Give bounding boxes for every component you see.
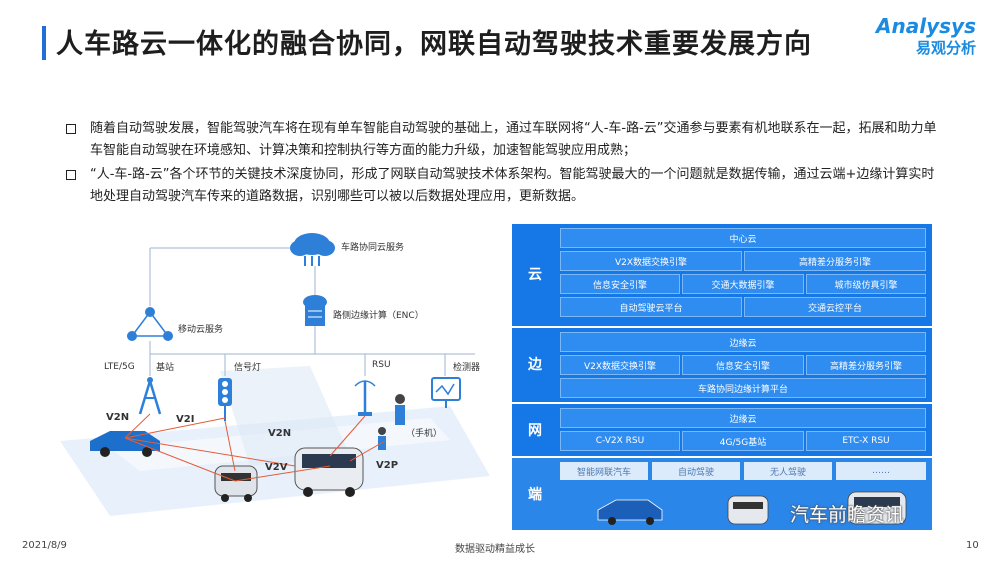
- cloud-cell: 交通云控平台: [744, 297, 926, 317]
- delivery-vehicle-icon: [727, 495, 769, 525]
- architecture-diagram: 云 中心云 V2X数据交换引擎 高精差分服务引擎 信息安全引擎 交通大数据引擎 …: [512, 224, 932, 530]
- edge-layer: 边 边缘云 V2X数据交换引擎 信息安全引擎 高精差分服务引擎 车路协同边缘计算…: [512, 326, 932, 402]
- car-icon: [90, 431, 160, 457]
- edge-layer-label: 边: [528, 357, 542, 373]
- cloud-cell: 自动驾驶云平台: [560, 297, 742, 317]
- v2n-mid-label: V2N: [268, 428, 292, 439]
- terminal-vehicles: [597, 491, 907, 525]
- network-cell: C-V2X RSU: [560, 431, 680, 451]
- crosswalk: [220, 366, 350, 466]
- edge-cell: 信息安全引擎: [682, 355, 804, 375]
- logo-en: Analysys: [876, 14, 976, 38]
- lte-label: LTE/5G: [104, 362, 135, 372]
- cloud-layer: 云 中心云 V2X数据交换引擎 高精差分服务引擎 信息安全引擎 交通大数据引擎 …: [512, 224, 932, 324]
- edge-cell: 高精差分服务引擎: [806, 355, 926, 375]
- v2n-label: V2N: [106, 412, 130, 423]
- square-bullet-icon: [66, 124, 76, 134]
- bullet-list: 随着自动驾驶发展，智能驾驶汽车将在现有单车智能自动驾驶的基础上，通过车联网将“人…: [66, 118, 946, 210]
- network-nodes-icon: [127, 307, 173, 341]
- v2n-link: [124, 413, 151, 439]
- terminal-cell: ……: [836, 462, 926, 480]
- title-accent-bar: [42, 26, 46, 60]
- v2v-link: [124, 437, 236, 482]
- mobile-cloud-label: 移动云服务: [178, 325, 224, 335]
- terminal-layer: 端 智能网联汽车 自动驾驶 无人驾驶 ……: [512, 456, 932, 530]
- network-layer-label: 网: [528, 423, 542, 439]
- network-cell: ETC-X RSU: [806, 431, 926, 451]
- edge-server-icon: [303, 295, 327, 326]
- brand-logo: Analysys 易观分析: [874, 14, 976, 66]
- edge-cell: V2X数据交换引擎: [560, 355, 680, 375]
- diagram-graphics: [60, 233, 490, 516]
- terminal-cell: 无人驾驶: [744, 462, 832, 480]
- rsu-label: RSU: [372, 360, 391, 370]
- bullet-item: 随着自动驾驶发展，智能驾驶汽车将在现有单车智能自动驾驶的基础上，通过车联网将“人…: [66, 118, 946, 162]
- v2v-link: [124, 437, 296, 467]
- square-bullet-icon: [66, 170, 76, 180]
- cloud-cell: V2X数据交换引擎: [560, 251, 742, 271]
- bullet-item: “人-车-路-云”各个环节的关键技术深度协同，形成了网联自动驾驶技术体系架构。智…: [66, 164, 946, 208]
- traffic-light-icon: [218, 378, 232, 421]
- cloud-cell: 高精差分服务引擎: [744, 251, 926, 271]
- signal-light-label: 信号灯: [234, 363, 262, 373]
- phone-label: （手机）: [406, 429, 443, 439]
- v2v-link: [234, 465, 331, 482]
- base-station-label: 基站: [156, 363, 175, 373]
- cloud-service-label: 车路协同云服务: [341, 243, 405, 253]
- car-icon: [597, 499, 663, 525]
- terminal-layer-label: 端: [528, 487, 542, 503]
- v2v-label: V2V: [265, 462, 288, 473]
- terminal-cell: 智能网联汽车: [560, 462, 648, 480]
- v2i-link: [124, 417, 226, 439]
- rsu-antenna-icon: [354, 380, 376, 416]
- cloud-cell: 城市级仿真引擎: [806, 274, 926, 294]
- edge-compute-label: 路侧边缘计算（ENC）: [333, 311, 424, 321]
- footer-date: 2021/8/9: [22, 540, 67, 551]
- tower-icon: [138, 377, 162, 415]
- center-cloud-cell: 中心云: [560, 228, 926, 248]
- network-layer: 网 边缘云 C-V2X RSU 4G/5G基站 ETC-X RSU: [512, 402, 932, 456]
- detector-icon: [431, 377, 461, 408]
- watermark-text: 汽车前瞻资讯: [790, 504, 905, 526]
- bullet-text: “人-车-路-云”各个环节的关键技术深度协同，形成了网联自动驾驶技术体系架构。智…: [90, 167, 935, 204]
- v2i-link: [224, 420, 236, 472]
- cloud-cell: 信息安全引擎: [560, 274, 680, 294]
- footer-center: 数据驱动精益成长: [455, 544, 535, 555]
- network-cell: 4G/5G基站: [682, 431, 804, 451]
- cloud-icon: [290, 233, 335, 266]
- page-number: 10: [966, 540, 979, 551]
- edge-cloud-cell: 边缘云: [560, 332, 926, 352]
- bus-icon: [847, 491, 907, 525]
- network-edge-cell: 边缘云: [560, 408, 926, 428]
- detector-label: 检测器: [453, 363, 481, 373]
- terminal-cell: 自动驾驶: [652, 462, 740, 480]
- v2n-link: [329, 415, 366, 457]
- v2p-label: V2P: [376, 460, 399, 471]
- cloud-layer-label: 云: [528, 267, 542, 283]
- v2i-label: V2I: [176, 414, 195, 425]
- edge-platform-cell: 车路协同边缘计算平台: [560, 378, 926, 398]
- cloud-cell: 交通大数据引擎: [682, 274, 804, 294]
- bullet-text: 随着自动驾驶发展，智能驾驶汽车将在现有单车智能自动驾驶的基础上，通过车联网将“人…: [90, 121, 937, 158]
- v2x-network-diagram: 车路协同云服务 路侧边缘计算（ENC） 移动云服务 LTE/5G 基站 信号灯 …: [50, 226, 510, 526]
- v2p-link: [349, 440, 386, 462]
- bus-icon: [294, 447, 364, 497]
- page-title: 人车路云一体化的融合协同，网联自动驾驶技术重要发展方向: [56, 29, 812, 60]
- logo-cn: 易观分析: [915, 39, 976, 57]
